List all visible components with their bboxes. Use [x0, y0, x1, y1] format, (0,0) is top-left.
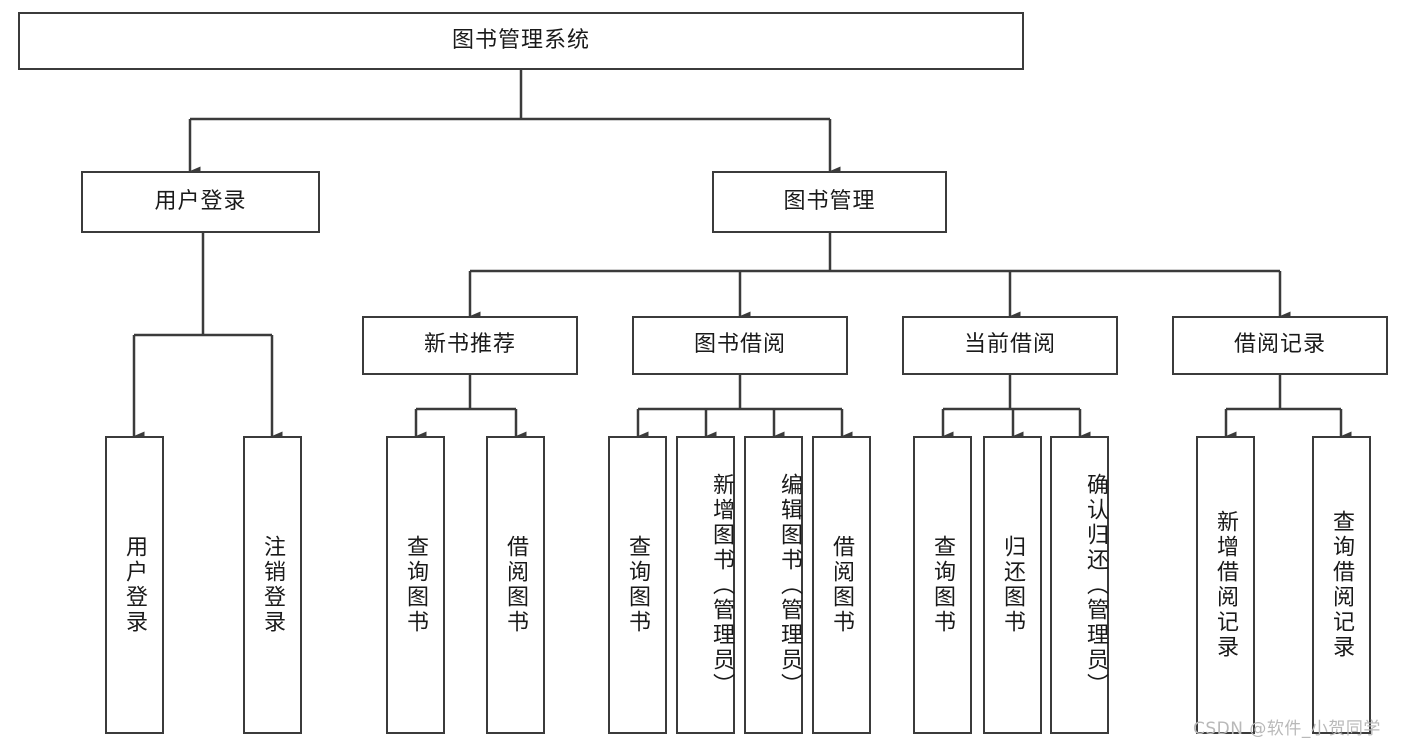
leaf-logout-login[interactable]: 注销登录	[243, 436, 302, 734]
node-book-borrow[interactable]: 图书借阅	[632, 316, 848, 375]
node-title-system[interactable]: 图书管理系统	[18, 12, 1024, 70]
node-user-login[interactable]: 用户登录	[81, 171, 320, 233]
csdn-watermark: CSDN @软件_小贺同学	[1193, 719, 1381, 739]
leaf-add-book-admin[interactable]: 新增图书（管理员）	[676, 436, 735, 734]
leaf-borrow-book[interactable]: 借阅图书	[812, 436, 871, 734]
leaf-query-book-current[interactable]: 查询图书	[913, 436, 972, 734]
connector-lines	[132, 70, 1352, 441]
node-current-borrow[interactable]: 当前借阅	[902, 316, 1118, 375]
node-new-book-recommend[interactable]: 新书推荐	[362, 316, 578, 375]
leaf-edit-book-admin[interactable]: 编辑图书（管理员）	[744, 436, 803, 734]
leaf-return-book[interactable]: 归还图书	[983, 436, 1042, 734]
leaf-add-borrow-record[interactable]: 新增借阅记录	[1196, 436, 1255, 734]
leaf-query-book-borrow[interactable]: 查询图书	[608, 436, 667, 734]
leaf-borrow-book-recommend[interactable]: 借阅图书	[486, 436, 545, 734]
leaf-confirm-return-admin[interactable]: 确认归还（管理员）	[1050, 436, 1109, 734]
node-borrow-record[interactable]: 借阅记录	[1172, 316, 1388, 375]
leaf-user-login[interactable]: 用户登录	[105, 436, 164, 734]
node-book-management[interactable]: 图书管理	[712, 171, 947, 233]
leaf-query-borrow-record[interactable]: 查询借阅记录	[1312, 436, 1371, 734]
leaf-query-book-recommend[interactable]: 查询图书	[386, 436, 445, 734]
